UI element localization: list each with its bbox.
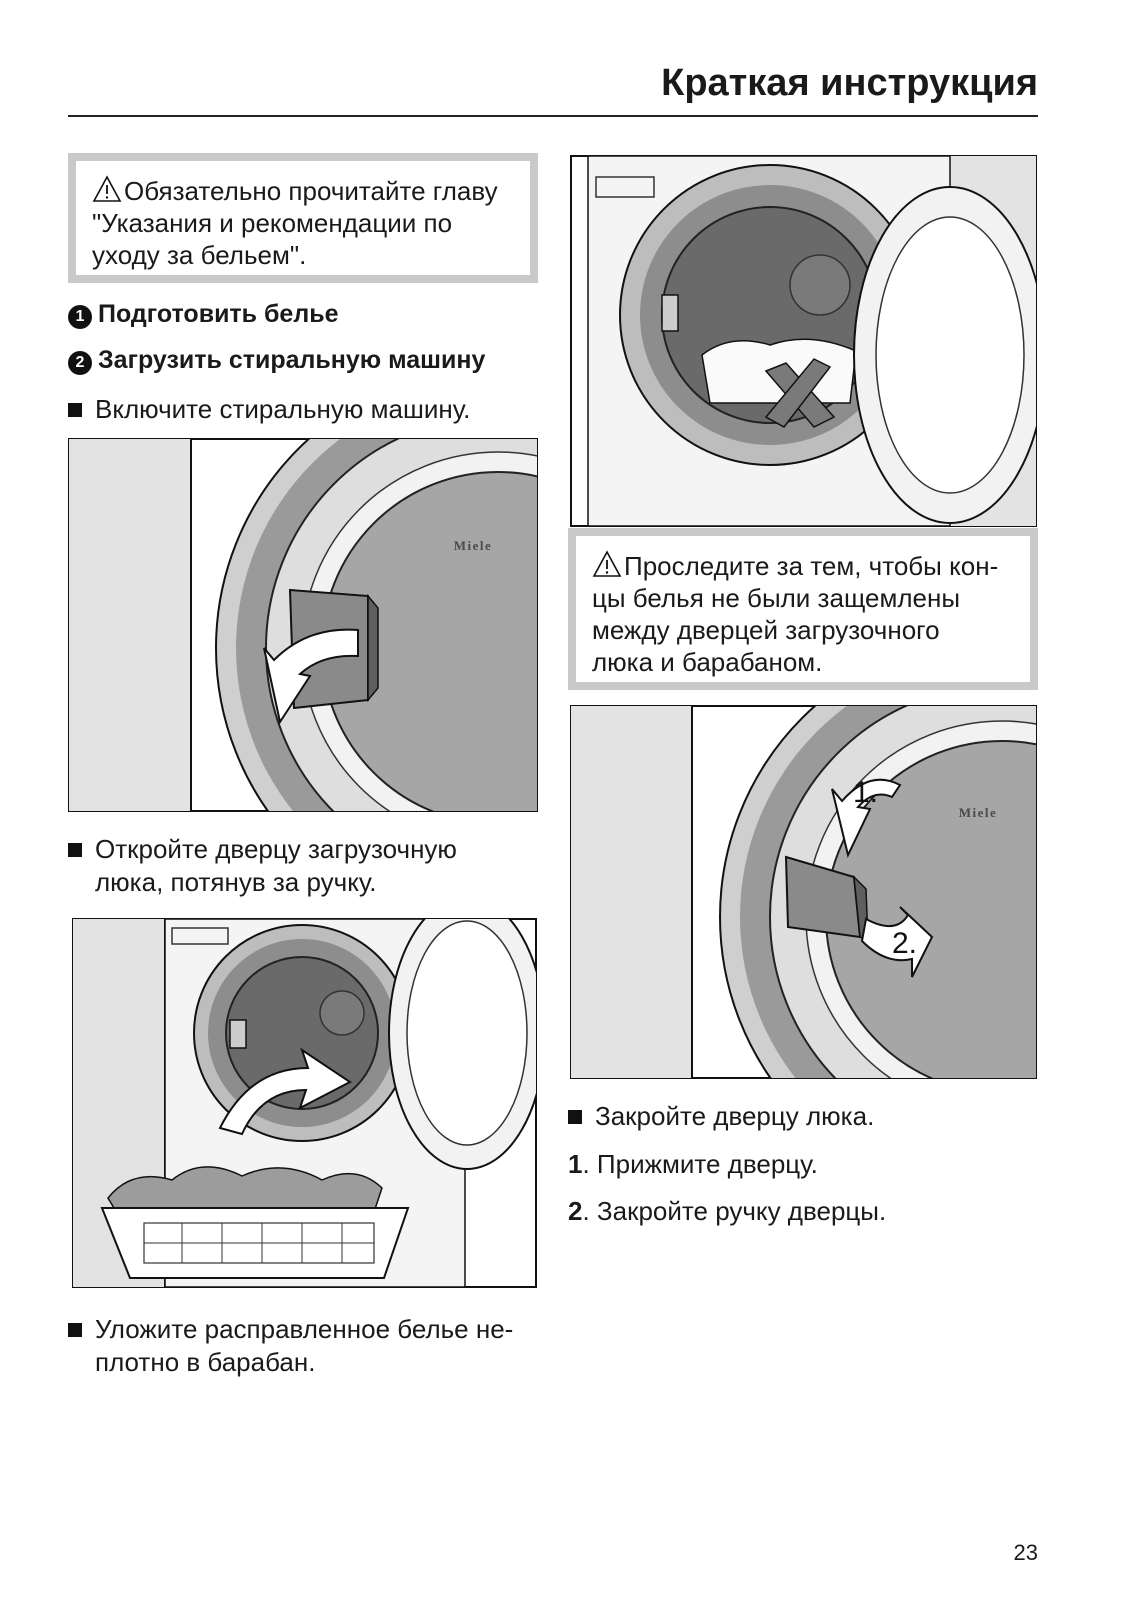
instruction-bullet: Включите стиральную машину. [68, 393, 565, 426]
bullet-square-icon [68, 403, 82, 417]
step-label: Подготовить белье [98, 300, 339, 328]
door-close-illustration: 1. 2. Miele [570, 705, 1037, 1079]
bullet-line: Закройте дверцу люка. [595, 1101, 875, 1131]
instruction-bullet: Откройте дверцу загрузочную люка, потяну… [68, 833, 565, 899]
bullet-line: Откройте дверцу загрузочную [95, 834, 457, 864]
laundry-basket-illustration [72, 918, 537, 1288]
bullet-square-icon [68, 1323, 82, 1337]
brand-logo-text: Miele [454, 538, 493, 553]
step-label: Загрузить стиральную машину [98, 346, 486, 374]
warning-text: Обязательно прочитайте главу [124, 176, 498, 206]
step-number-badge: 2 [68, 351, 92, 375]
warning-line: между дверцей загрузочного [592, 615, 940, 645]
warning-line: Обязательно прочитайте главу [92, 175, 516, 207]
brand-logo-text: Miele [959, 805, 998, 820]
warning-box-right: Проследите за тем, чтобы кон- цы белья н… [568, 528, 1038, 690]
washer-door-illustration: Miele [68, 438, 538, 812]
page-title: Краткая инструкция [661, 62, 1038, 104]
numbered-step-1: 1. Прижмите дверцу. [568, 1149, 818, 1180]
warning-text: Проследите за тем, чтобы кон- [624, 551, 999, 581]
bullet-line: люка, потянув за ручку. [95, 867, 377, 897]
bullet-line: Включите стиральную машину. [95, 394, 471, 424]
step-marker-2: 2. [892, 927, 917, 960]
bullet-line: Уложите расправленное белье не- [95, 1314, 514, 1344]
illustration-load-laundry [72, 918, 537, 1288]
page-number: 23 [1013, 1540, 1038, 1565]
step-marker-1: 1. [853, 776, 878, 809]
warning-line: люка и барабаном. [592, 647, 823, 677]
step-number-badge: 1 [68, 305, 92, 329]
illustration-switch-on: Miele [68, 438, 538, 812]
step-number: 2 [568, 1196, 583, 1226]
bullet-square-icon [568, 1110, 582, 1124]
door-open-warning-illustration [570, 155, 1037, 527]
step-number: 1 [568, 1149, 583, 1179]
instruction-bullet: Закройте дверцу люка. [568, 1100, 1065, 1133]
warning-line: уходу за бельем". [92, 240, 307, 270]
step-text: . Закройте ручку дверцы. [582, 1196, 887, 1226]
bullet-line: плотно в барабан. [95, 1347, 316, 1377]
numbered-step-2: 2. Закройте ручку дверцы. [568, 1196, 886, 1227]
header-divider [68, 115, 1038, 117]
illustration-close-door: 1. 2. Miele [570, 705, 1037, 1079]
warning-line: Проследите за тем, чтобы кон- [592, 550, 1016, 582]
warning-triangle-icon [92, 175, 122, 202]
warning-line: "Указания и рекомендации по [92, 208, 453, 238]
warning-triangle-icon [592, 550, 622, 577]
illustration-laundry-caught [570, 155, 1037, 527]
warning-box-top: Обязательно прочитайте главу "Указания и… [68, 153, 538, 283]
warning-line: цы белья не были защемлены [592, 583, 961, 613]
step-text: . Прижмите дверцу. [582, 1149, 818, 1179]
bullet-square-icon [68, 843, 82, 857]
instruction-bullet: Уложите расправленное белье не- плотно в… [68, 1313, 565, 1379]
